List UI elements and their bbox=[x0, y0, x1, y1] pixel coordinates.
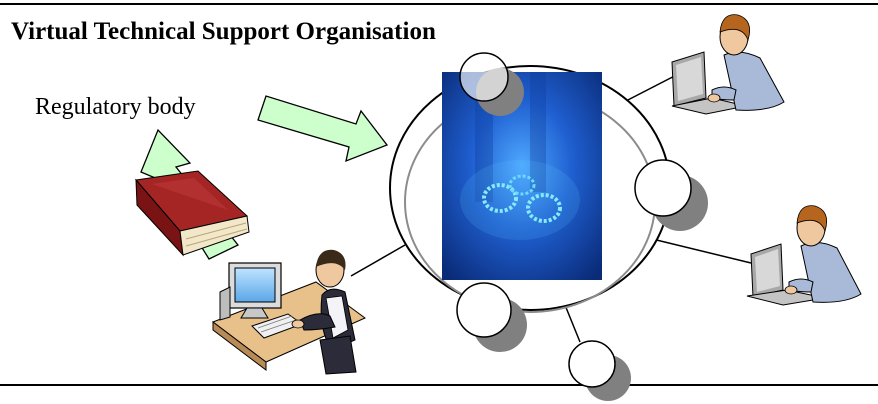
reactor-core-image bbox=[442, 72, 602, 280]
connector-left bbox=[350, 244, 406, 277]
connector-bottom bbox=[564, 304, 581, 343]
laptop-user-icon bbox=[671, 14, 785, 115]
laptop-user-icon-2 bbox=[746, 205, 862, 306]
connector-lines bbox=[350, 66, 752, 343]
regulatory-book-icon bbox=[135, 170, 250, 257]
right-arrow-icon bbox=[257, 95, 389, 163]
desktop-workstation-icon bbox=[211, 249, 366, 375]
node-bottom-left bbox=[456, 282, 527, 352]
node-right bbox=[634, 159, 708, 231]
node-top bbox=[459, 52, 524, 116]
diagram-title: Virtual Technical Support Organisation bbox=[11, 18, 436, 45]
connector-right bbox=[639, 235, 752, 264]
node-bottom bbox=[568, 340, 631, 401]
regulatory-body-label: Regulatory body bbox=[35, 94, 196, 120]
